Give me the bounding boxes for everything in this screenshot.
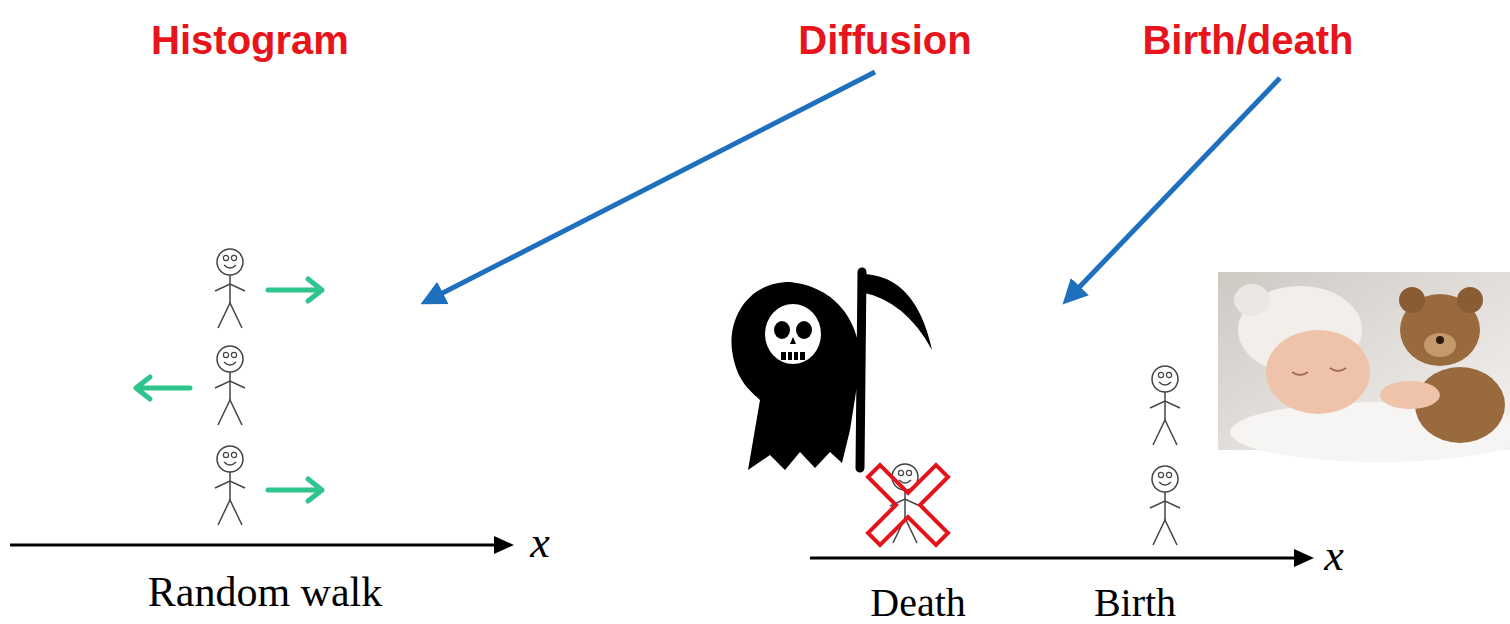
heading-label: Diffusion: [798, 18, 971, 62]
x-axis: [810, 549, 1314, 567]
caption-label: Birth: [1094, 581, 1176, 624]
dead-figure: [868, 464, 948, 545]
caption-label: Death: [870, 581, 966, 624]
step-arrows: [136, 279, 322, 501]
pointer-arrow: [425, 72, 1280, 302]
axis-label: x: [1324, 532, 1344, 580]
heading-label: Histogram: [151, 18, 349, 62]
caption-label: Random walk: [148, 569, 382, 615]
reaper-icon: [731, 272, 932, 470]
baby-photo: [1218, 272, 1510, 462]
heading-label: Birth/death: [1142, 18, 1353, 62]
walker-figures: [215, 249, 245, 525]
x-axis: [10, 536, 514, 554]
born-figures: [1150, 366, 1180, 545]
axis-label: x: [530, 519, 550, 567]
